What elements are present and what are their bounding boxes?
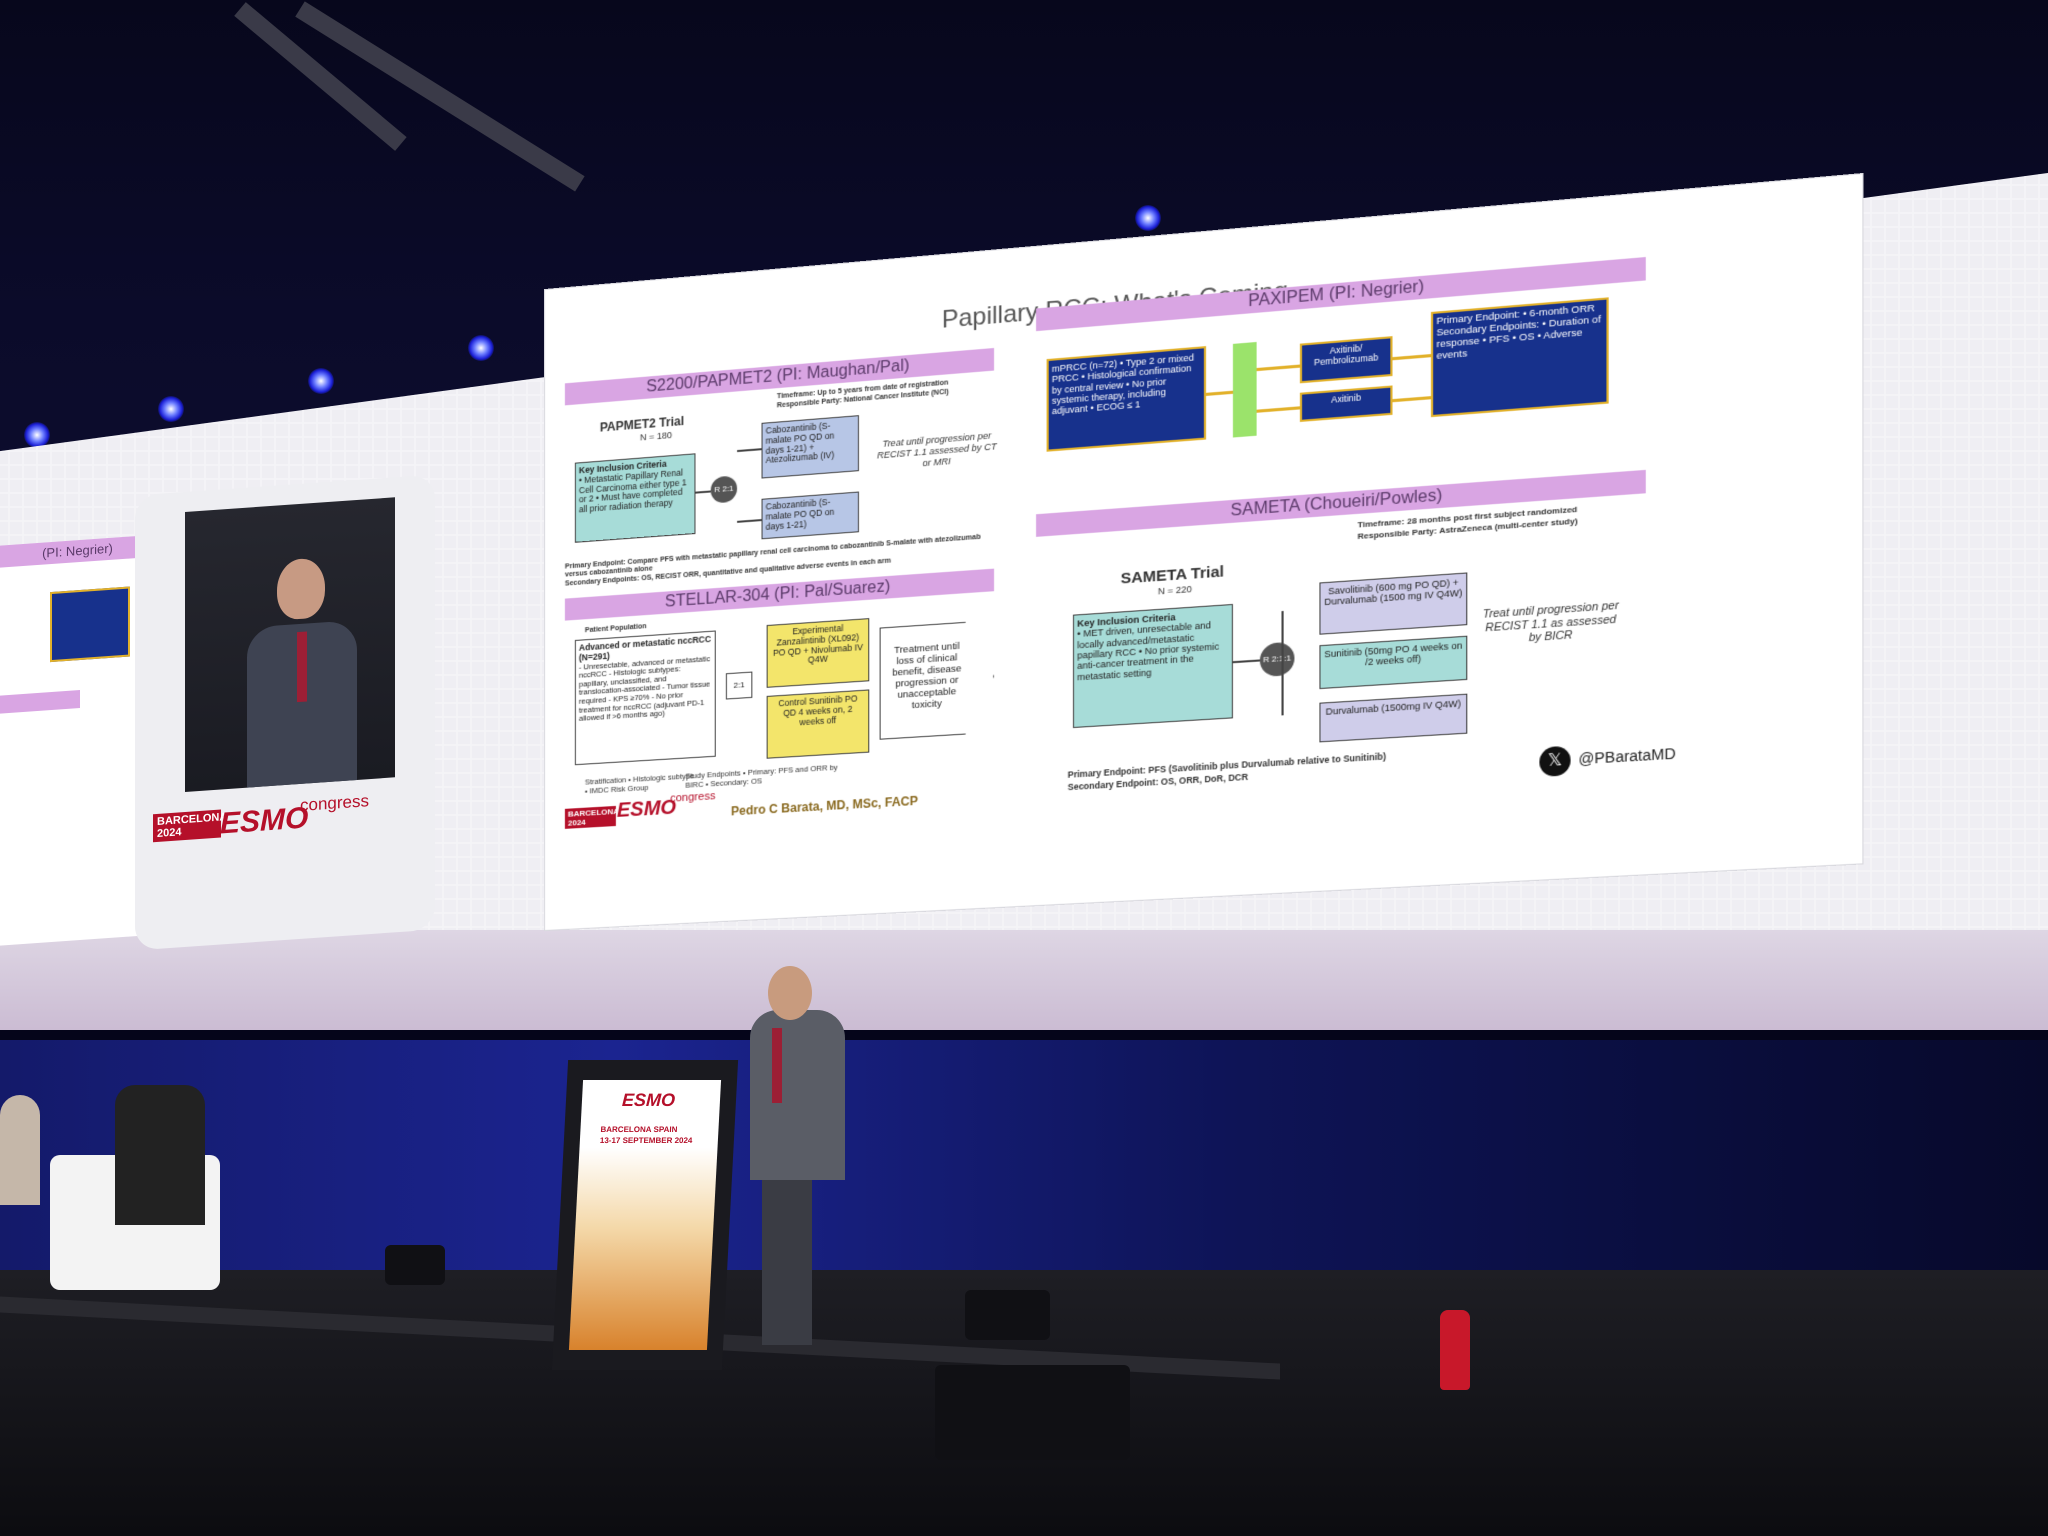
panelist [115, 1085, 205, 1225]
inset-esmo-logo: ESMO [220, 801, 309, 841]
papmet2-arm1: Cabozantinib (S-malate PO QD on days 1-2… [761, 415, 859, 479]
speaker-legs [762, 1170, 812, 1345]
slide-congress-label: congress [670, 790, 716, 805]
paxipem-randomization-bar [1232, 341, 1257, 438]
sameta-n: N = 220 [1157, 583, 1192, 597]
slide-handle: @PBarataMD [1578, 744, 1676, 768]
speaker-video-panel: BARCELONA 2024 ESMO congress [135, 474, 435, 951]
stage-speaker [935, 1365, 1130, 1460]
floor-monitor [385, 1245, 445, 1285]
lectern: ESMO BARCELONA SPAIN 13-17 SEPTEMBER 202… [551, 1060, 739, 1370]
connector-line [695, 490, 711, 494]
connector-line [737, 519, 762, 523]
inset-barcelona-label: BARCELONA 2024 [153, 809, 227, 843]
sameta-criteria-text: • MET driven, unresectable and locally a… [1077, 620, 1220, 683]
lectern-dates: 13-17 SEPTEMBER 2024 [599, 1136, 693, 1145]
paxipem-arrow [1256, 406, 1300, 413]
connector-line [1281, 611, 1284, 716]
speaker-tie [772, 1028, 782, 1103]
sameta-randomization: R 2:1:1 [1259, 641, 1295, 678]
stellar-experimental-arm: Experimental Zanzalintinib (XL092) PO QD… [766, 618, 870, 688]
left-slide-box [50, 586, 130, 663]
stage-spotlight [1135, 205, 1161, 231]
speaker-body [750, 1010, 845, 1180]
inset-congress-label: congress [300, 791, 369, 815]
sameta-arm2: Sunitinib (50mg PO 4 weeks on /2 weeks o… [1319, 635, 1468, 690]
stage-spotlight [158, 396, 184, 422]
stellar-population-items: - Unresectable, advanced or metastatic n… [578, 653, 711, 724]
stellar-treatment-arrow: Treatment until loss of clinical benefit… [880, 620, 994, 740]
connector-line [1232, 659, 1260, 663]
papmet2-criteria-text: • Metastatic Papillary Renal Cell Carcin… [578, 467, 687, 515]
papmet2-criteria-box: Key Inclusion Criteria • Metastatic Papi… [574, 453, 696, 543]
panelist [0, 1095, 40, 1205]
paxipem-population-box: mPRCC (n=72) • Type 2 or mixed PRCC • Hi… [1046, 346, 1207, 452]
paxipem-arrow [1206, 390, 1233, 396]
lectern-esmo-logo: ESMO [621, 1090, 676, 1110]
slide-barcelona-label: BARCELONA 2024 [564, 805, 619, 829]
speaker-video-tie [297, 631, 307, 703]
stage-spotlight [308, 368, 334, 394]
paxipem-arrow [1392, 396, 1431, 403]
speaker-video-head [277, 557, 325, 621]
stellar-population-title: Patient Population [584, 623, 647, 635]
floor-monitor [965, 1290, 1050, 1340]
stage-spotlight [24, 422, 50, 448]
paxipem-arrow [1392, 354, 1431, 361]
paxipem-arm1: Axitinib/ Pembrolizumab [1299, 336, 1393, 384]
connector-line [737, 448, 762, 452]
papmet2-randomization: R 2:1 [710, 475, 738, 504]
speaker-head [768, 966, 812, 1020]
speaker-video [185, 497, 395, 792]
lectern-poster: ESMO BARCELONA SPAIN 13-17 SEPTEMBER 202… [568, 1080, 722, 1350]
sameta-treat: Treat until progression per RECIST 1.1 a… [1482, 599, 1619, 645]
x-logo-icon: 𝕏 [1539, 745, 1571, 778]
slide-esmo-logo: ESMO [616, 796, 677, 822]
stellar-control-arm: Control Sunitinib PO QD 4 weeks on, 2 we… [766, 689, 870, 759]
paxipem-arrow [1256, 364, 1300, 372]
stage-spotlight [468, 335, 494, 361]
left-slide-bar [0, 690, 80, 714]
fire-extinguisher [1440, 1310, 1470, 1390]
sameta-criteria-box: Key Inclusion Criteria • MET driven, unr… [1072, 603, 1233, 729]
lectern-city: BARCELONA SPAIN [600, 1125, 678, 1134]
stellar-population-box: Advanced or metastatic nccRCC (N=291) - … [574, 630, 716, 766]
papmet2-treat: Treat until progression per RECIST 1.1 a… [876, 430, 997, 468]
sameta-arm3: Durvalumab (1500mg IV Q4W) [1319, 693, 1468, 743]
led-bottom-band [0, 930, 2048, 1030]
papmet2-n: N = 180 [640, 429, 673, 443]
slide-author: Pedro C Barata, MD, MSc, FACP [730, 793, 918, 819]
stellar-study-endpoints: Study Endpoints • Primary: PFS and ORR b… [685, 762, 838, 790]
sameta-arm1: Savolitinib (600 mg PO QD) + Durvalumab … [1319, 572, 1468, 635]
paxipem-arm2: Axitinib [1299, 385, 1393, 422]
papmet2-arm2: Cabozantinib (S-malate PO QD on days 1-2… [761, 491, 859, 540]
presentation-slide: Papillary RCC: What's Coming S2200/PAPME… [545, 174, 1863, 930]
paxipem-endpoints-box: Primary Endpoint: • 6-month ORR Secondar… [1430, 297, 1609, 418]
stellar-randomization: 2:1 [725, 671, 753, 700]
